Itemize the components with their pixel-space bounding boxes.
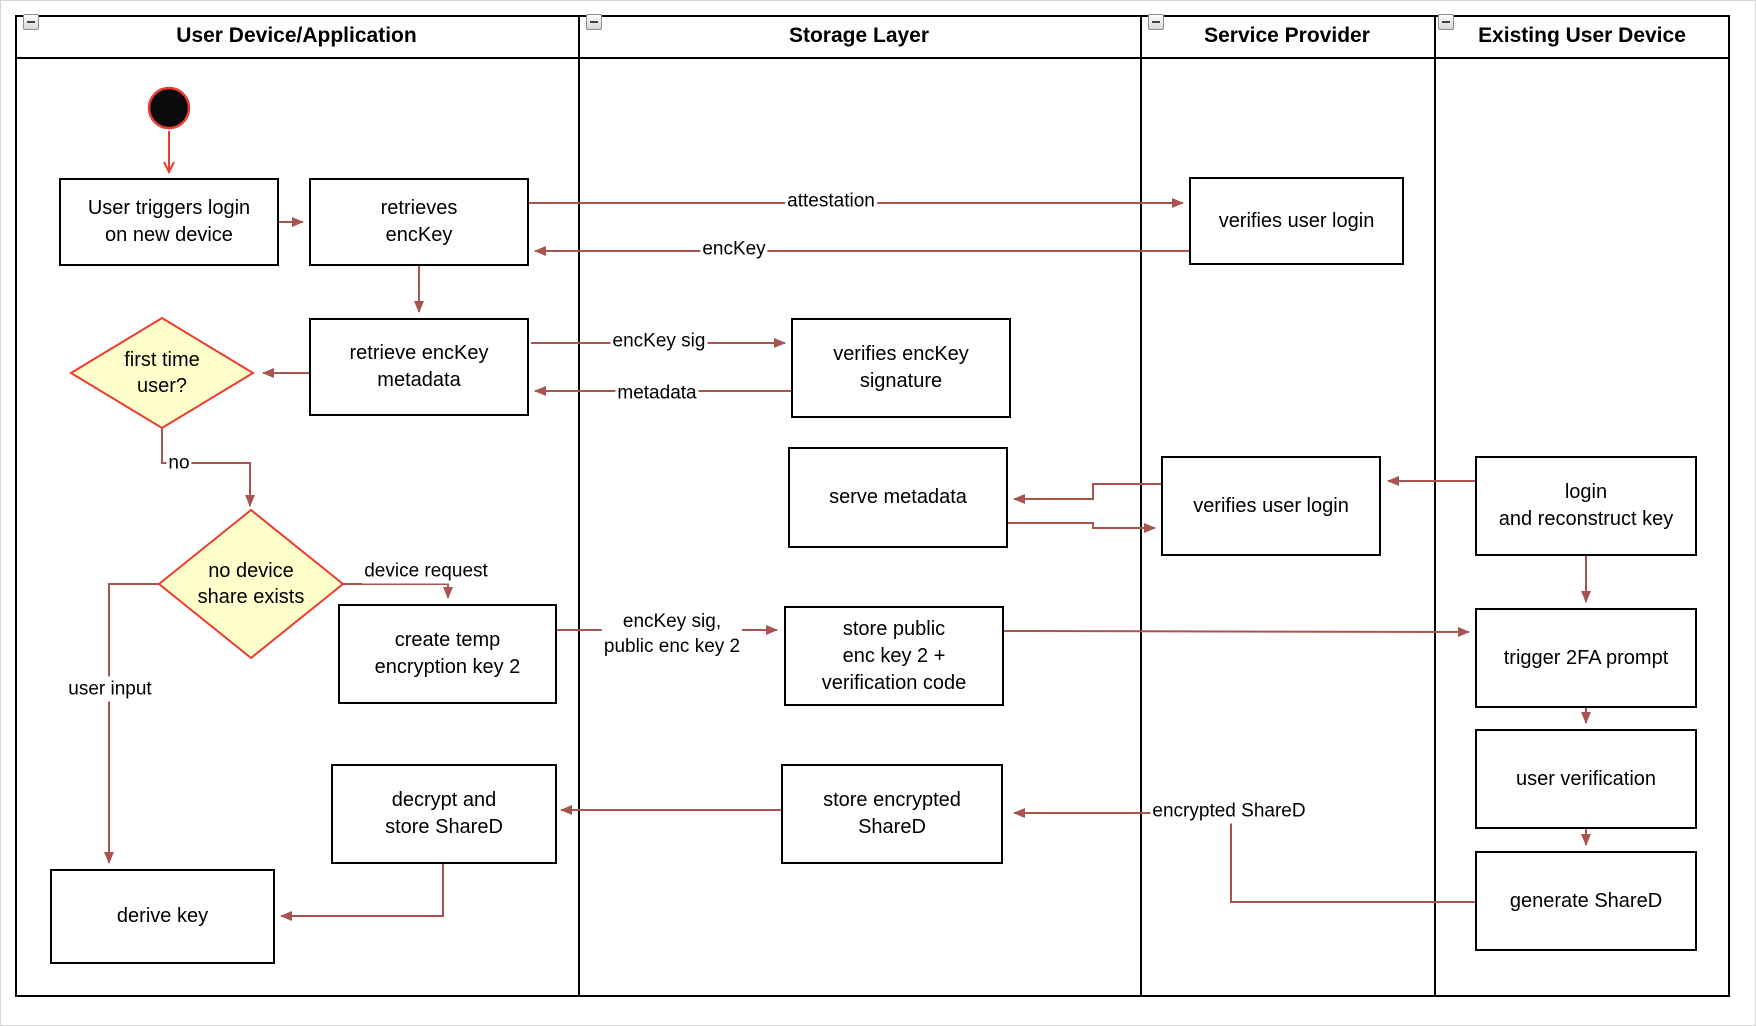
edge-label-enckey-sig: encKey sig bbox=[610, 328, 708, 354]
lane-header-existing-device: Existing User Device bbox=[1434, 15, 1730, 57]
decision-no-device-share[interactable] bbox=[157, 508, 345, 660]
edge-device-request bbox=[343, 583, 453, 599]
lane-title: Storage Layer bbox=[788, 24, 930, 47]
edge-label-user-input: user input bbox=[66, 676, 154, 702]
node-user-triggers-login[interactable]: User triggers login on new device bbox=[59, 178, 279, 266]
edge-label-attestation: attestation bbox=[785, 188, 877, 214]
node-store-public-enc-key[interactable]: store public enc key 2 + verification co… bbox=[784, 606, 1004, 706]
node-create-temp-encryption-key[interactable]: create temp encryption key 2 bbox=[338, 604, 557, 704]
edge-no-branch bbox=[161, 428, 255, 507]
node-verifies-user-login-top[interactable]: verifies user login bbox=[1189, 177, 1404, 265]
lane-divider bbox=[1434, 15, 1436, 997]
edge-verifies-login-to-serve-metadata bbox=[1013, 483, 1161, 504]
node-trigger-2fa-prompt[interactable]: trigger 2FA prompt bbox=[1475, 608, 1697, 708]
node-retrieve-enckey-metadata[interactable]: retrieve encKey metadata bbox=[309, 318, 529, 416]
edge-label-device-request: device request bbox=[362, 558, 490, 584]
collapse-icon[interactable] bbox=[23, 14, 39, 30]
node-login-and-reconstruct-key[interactable]: login and reconstruct key bbox=[1475, 456, 1697, 556]
node-generate-shared[interactable]: generate ShareD bbox=[1475, 851, 1697, 951]
lane-divider bbox=[1140, 15, 1142, 997]
decision-first-time-user[interactable] bbox=[69, 316, 255, 430]
edge-label-metadata: metadata bbox=[615, 380, 699, 406]
lane-header-service-provider: Service Provider bbox=[1140, 15, 1434, 57]
node-derive-key[interactable]: derive key bbox=[50, 869, 275, 964]
edge-decrypt-to-derive-key bbox=[280, 864, 444, 921]
edge-label-enckey: encKey bbox=[700, 236, 768, 262]
lane-title: User Device/Application bbox=[176, 24, 417, 47]
collapse-icon[interactable] bbox=[1438, 14, 1454, 30]
lane-header-user-device: User Device/Application bbox=[15, 15, 578, 57]
node-user-verification[interactable]: user verification bbox=[1475, 729, 1697, 829]
node-verifies-user-login-mid[interactable]: verifies user login bbox=[1161, 456, 1381, 556]
lane-title: Service Provider bbox=[1204, 24, 1370, 47]
lane-header-row: User Device/Application Storage Layer Se… bbox=[15, 15, 1730, 59]
lane-title: Existing User Device bbox=[1478, 24, 1686, 47]
collapse-icon[interactable] bbox=[1148, 14, 1164, 30]
node-retrieves-enckey[interactable]: retrieves encKey bbox=[309, 178, 529, 266]
edge-encrypted-shared bbox=[1013, 808, 1475, 903]
node-verifies-enckey-signature[interactable]: verifies encKey signature bbox=[791, 318, 1011, 418]
lane-divider bbox=[578, 15, 580, 997]
node-serve-metadata[interactable]: serve metadata bbox=[788, 447, 1008, 548]
edge-store-public-to-trigger-2fa bbox=[1003, 626, 1470, 637]
decision-label-no-device-share: no device share exists bbox=[197, 560, 305, 608]
node-decrypt-and-store-shared[interactable]: decrypt and store ShareD bbox=[331, 764, 557, 864]
edge-label-enckey-sig-public: encKey sig, public enc key 2 bbox=[601, 609, 743, 659]
edge-label-no: no bbox=[166, 450, 192, 476]
edge-label-encrypted-shared: encrypted ShareD bbox=[1150, 798, 1308, 824]
node-store-encrypted-shared[interactable]: store encrypted ShareD bbox=[781, 764, 1003, 864]
decision-label-first-time-user: first time user? bbox=[124, 349, 200, 397]
edge-user-input bbox=[104, 583, 159, 864]
edge-serve-metadata-to-verifies-login bbox=[1008, 522, 1156, 533]
lane-header-storage-layer: Storage Layer bbox=[578, 15, 1140, 57]
initial-node[interactable] bbox=[147, 86, 191, 130]
collapse-icon[interactable] bbox=[586, 14, 602, 30]
